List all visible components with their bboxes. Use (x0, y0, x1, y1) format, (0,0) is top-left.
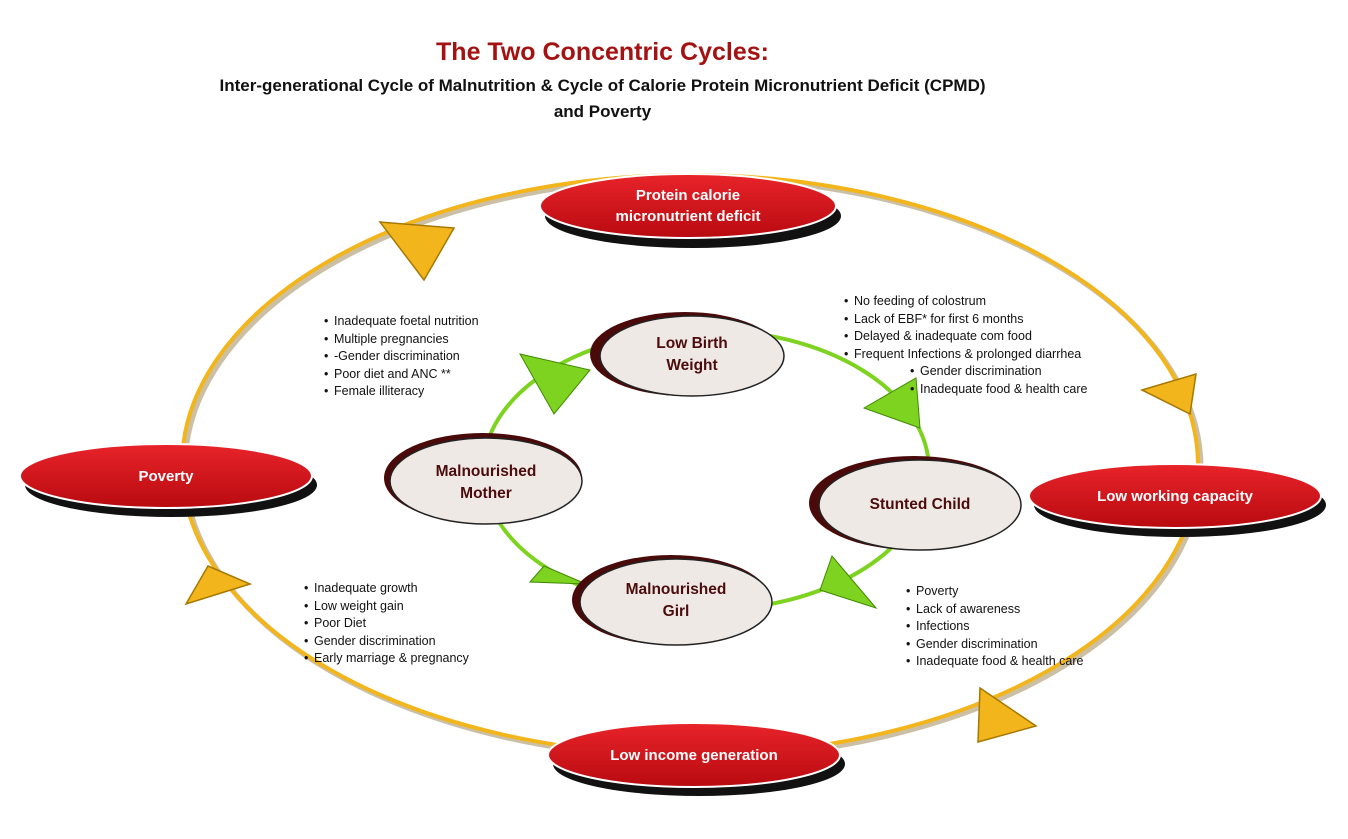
outer-node-left (19, 443, 317, 517)
note-item: Delayed & inadequate com food (844, 328, 1081, 346)
inner-cycle-arrows (519, 353, 921, 610)
inner-node-top-shape (599, 315, 785, 397)
inner-arrow-bottom-left (528, 565, 587, 585)
outer-node-right-shape (1028, 463, 1322, 529)
note-item: Multiple pregnancies (324, 331, 479, 349)
note-item: Poor diet and ANC ** (324, 366, 479, 384)
inner-arrow-top-right (862, 377, 921, 429)
outer-node-top (539, 173, 841, 248)
notes-lower-right: Poverty Lack of awareness Infections Gen… (906, 583, 1088, 671)
note-item: Inadequate growth (304, 580, 469, 598)
outer-node-right (1028, 463, 1326, 537)
note-item: Gender discrimination (906, 636, 1088, 654)
outer-cycle-arrows (184, 221, 1197, 743)
inner-node-right (809, 456, 1022, 551)
outer-node-bottom-label: Low income generation (610, 746, 778, 764)
note-item: Frequent Infections & prolonged diarrhea (844, 346, 1081, 364)
notes-upper-left: Inadequate foetal nutrition Multiple pre… (324, 313, 479, 401)
inner-node-left-shape (389, 437, 583, 525)
note-item: Lack of EBF* for first 6 months (844, 311, 1081, 329)
outer-node-top-label: Protein calorie micronutrient deficit (615, 187, 761, 225)
notes-lower-left: Inadequate growth Low weight gain Poor D… (304, 580, 469, 668)
inner-node-right-shape (818, 459, 1022, 551)
outer-arrow-top-left (378, 221, 456, 282)
note-item: Low weight gain (304, 598, 469, 616)
inner-node-top (590, 312, 785, 397)
outer-node-right-label: Low working capacity (1097, 487, 1253, 505)
note-item: Early marriage & pregnancy (304, 650, 469, 668)
outer-cycle-ring (180, 173, 1204, 761)
outer-node-left-shape (19, 443, 313, 509)
subtitle-line-1: Inter-generational Cycle of Malnutrition… (219, 76, 986, 95)
outer-node-top-shape (539, 173, 837, 239)
note-item: Inadequate food & health care (910, 381, 1088, 399)
inner-node-left (384, 433, 583, 525)
inner-node-bottom-label: Malnourished Girl (625, 581, 727, 620)
outer-node-left-label: Poverty (138, 467, 194, 485)
outer-node-bottom-shape (547, 722, 841, 788)
inner-node-right-label: Stunted Child (869, 496, 971, 513)
note-item: Inadequate food & health care (906, 653, 1088, 671)
inner-node-left-label: Malnourished Mother (435, 463, 537, 502)
outer-arrow-bottom-left (184, 565, 253, 606)
note-item: Gender discrimination (910, 363, 1088, 381)
inner-node-bottom (572, 555, 773, 646)
inner-node-top-label: Low Birth Weight (656, 335, 728, 374)
note-item: No feeding of colostrum (844, 293, 1081, 311)
inner-node-bottom-shape (579, 558, 773, 646)
note-item: Poor Diet (304, 615, 469, 633)
subtitle-line-2: and Poverty (553, 102, 652, 121)
outer-arrow-bottom-right (977, 686, 1038, 743)
note-item: Inadequate foetal nutrition (324, 313, 479, 331)
note-item: Female illiteracy (324, 383, 479, 401)
outer-node-bottom (547, 722, 845, 796)
inner-arrow-top-left (519, 353, 591, 415)
note-item: Infections (906, 618, 1088, 636)
notes-upper-right: No feeding of colostrum Lack of EBF* for… (844, 293, 1081, 363)
diagram-subtitle: Inter-generational Cycle of Malnutrition… (0, 73, 1205, 125)
notes-upper-right-extra: Gender discrimination Inadequate food & … (910, 363, 1088, 398)
note-item: Lack of awareness (906, 601, 1088, 619)
note-item: Poverty (906, 583, 1088, 601)
inner-arrow-bottom-right (819, 555, 878, 610)
note-item: -Gender discrimination (324, 348, 479, 366)
diagram-title: The Two Concentric Cycles: (436, 38, 769, 66)
outer-arrow-top-right (1139, 372, 1197, 416)
note-item: Gender discrimination (304, 633, 469, 651)
